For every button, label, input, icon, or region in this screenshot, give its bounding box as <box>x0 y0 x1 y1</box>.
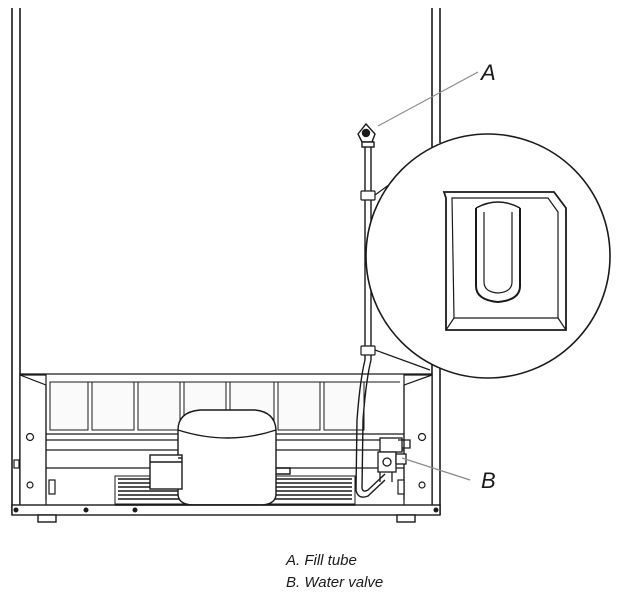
tube-clip <box>360 190 376 356</box>
clip-detail-magnifier <box>365 133 611 379</box>
right-mounting-bracket <box>397 374 433 511</box>
cabinet-left-wall <box>11 8 21 515</box>
legend-fill-tube: A. Fill tube <box>286 552 357 569</box>
fill-tube-fitting <box>357 122 376 148</box>
callout-b-label: B <box>481 468 496 493</box>
cabinet-base <box>11 504 441 523</box>
left-mounting-bracket <box>13 374 56 511</box>
water-valve <box>377 437 411 482</box>
callout-b-leader <box>401 457 471 481</box>
tube-clip-closeup <box>442 191 567 331</box>
legend-water-valve: B. Water valve <box>286 574 384 591</box>
compressor <box>149 409 291 506</box>
callout-a-leader <box>377 71 479 127</box>
callout-a-label: A <box>481 60 496 85</box>
